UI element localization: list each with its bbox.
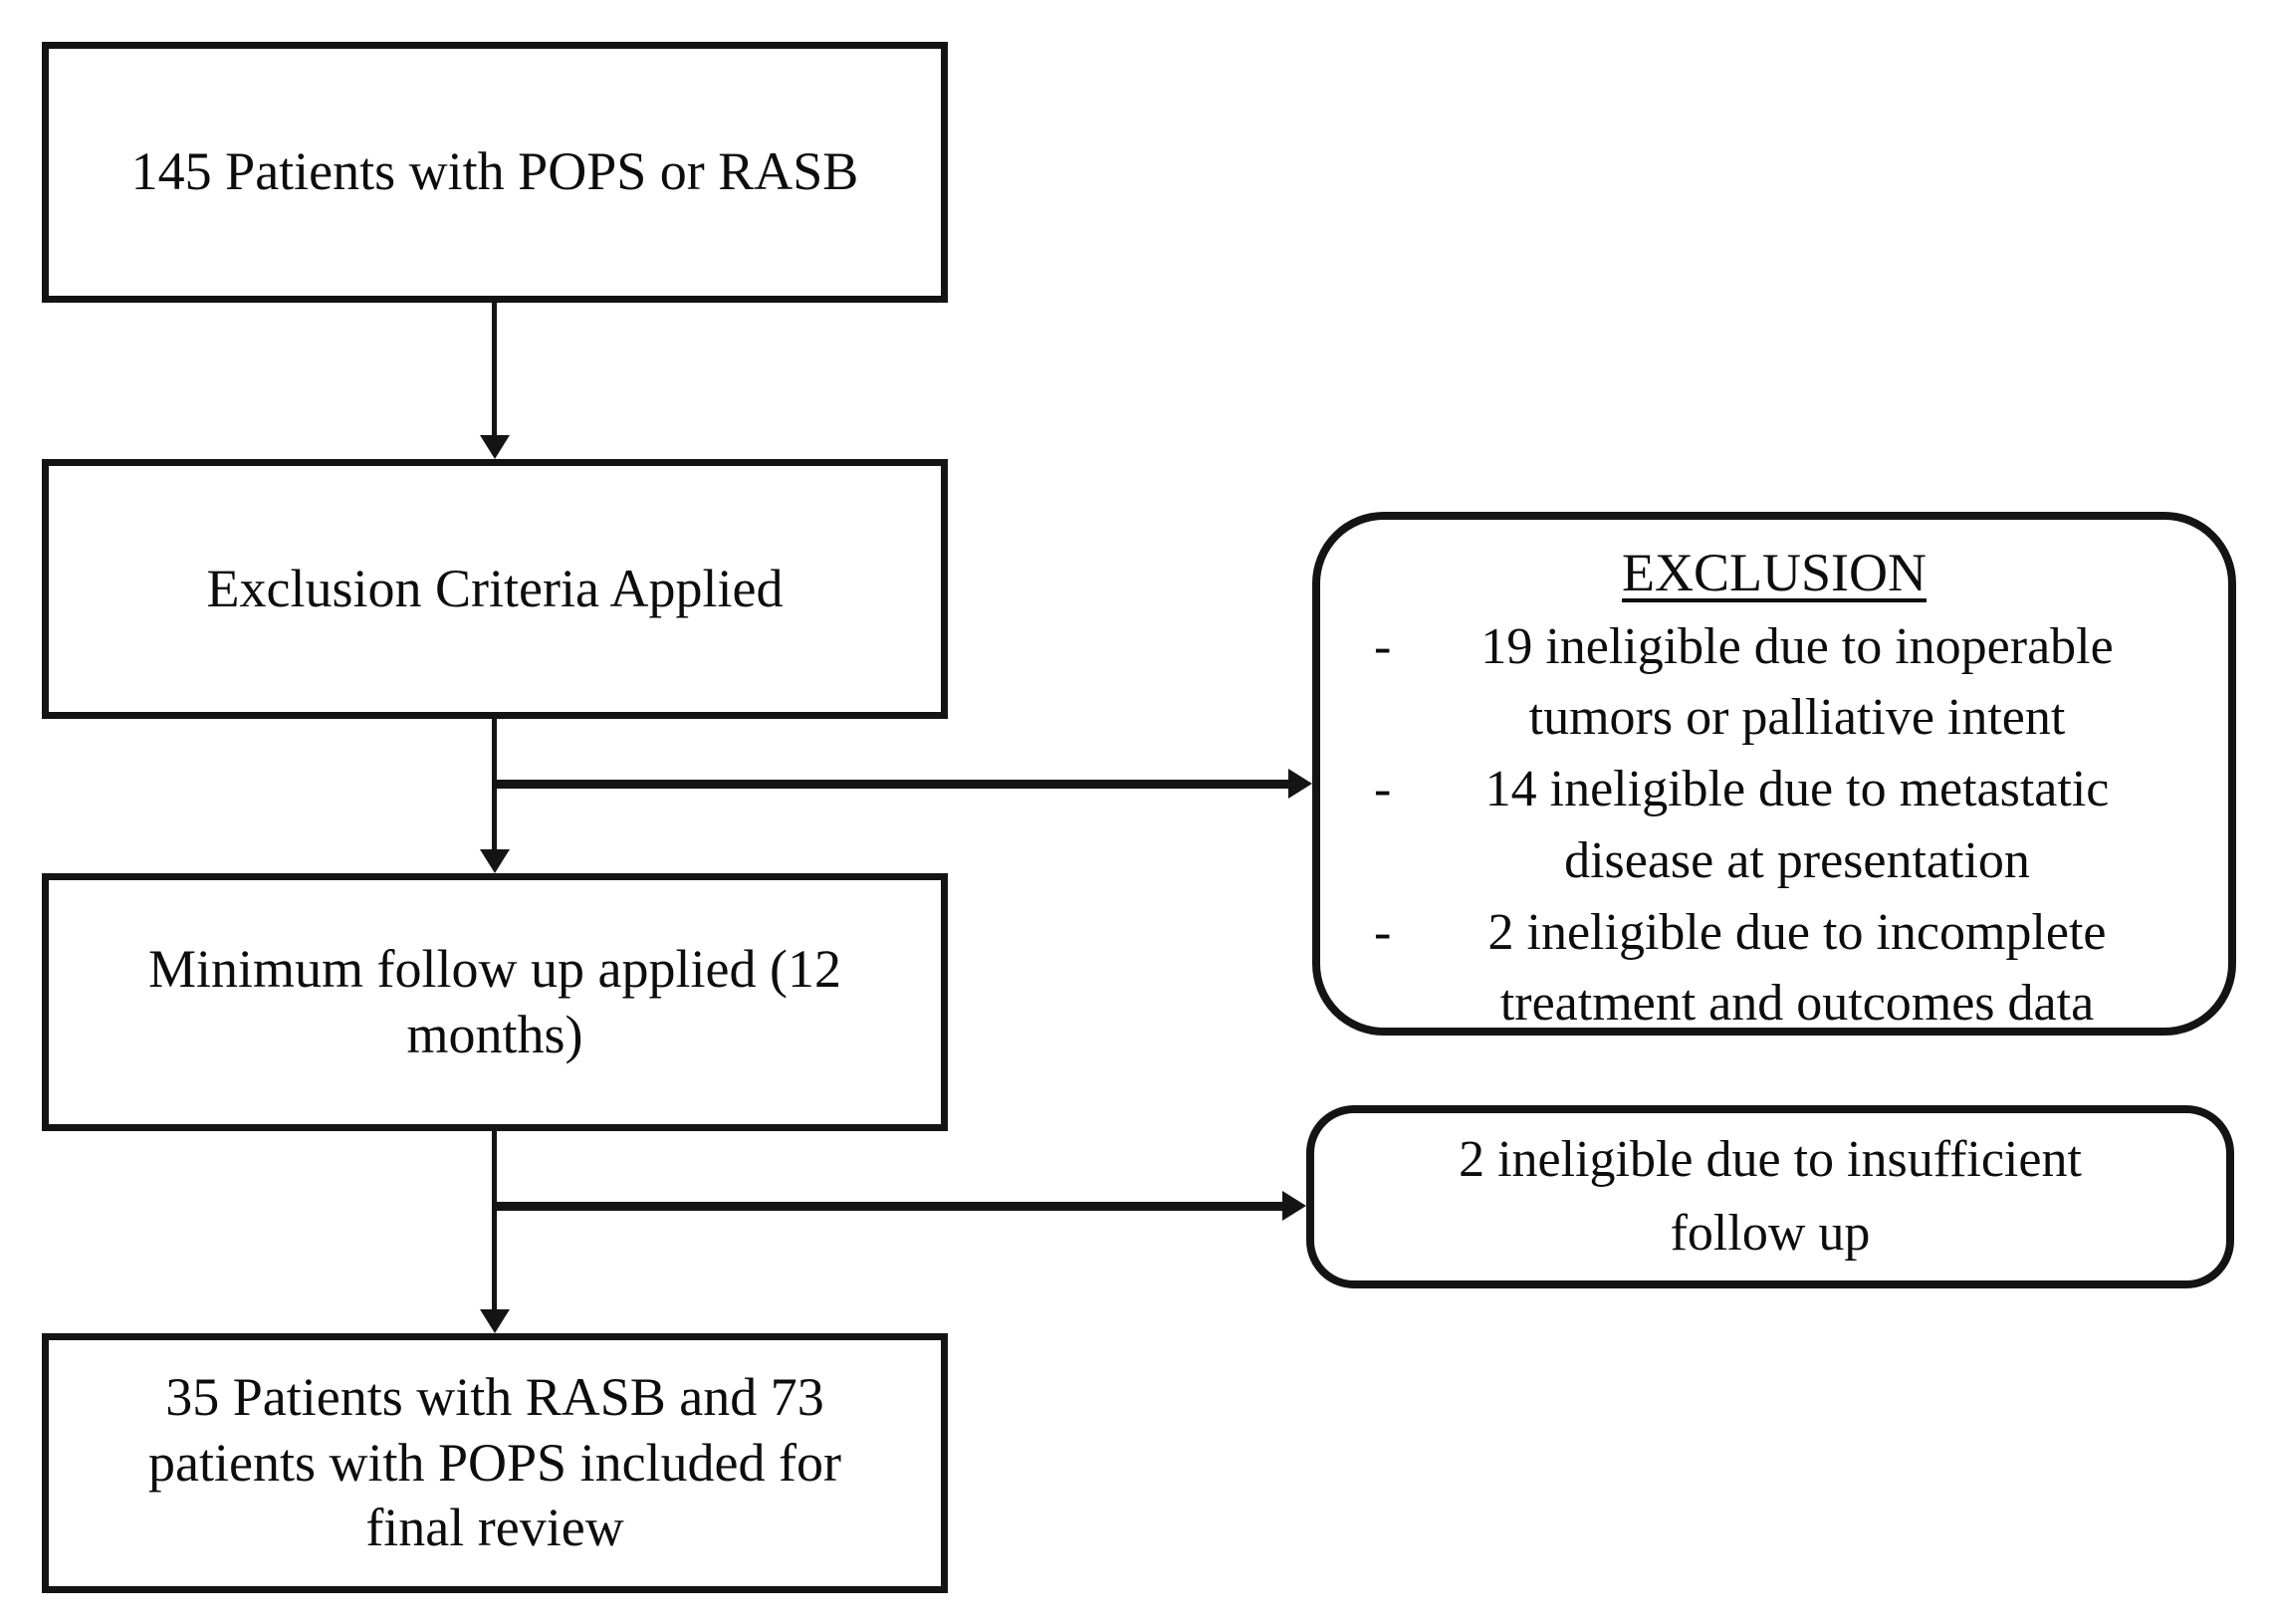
exclusion-item-metastatic: - 14 ineligible due to metastatic diseas…	[1350, 754, 2198, 897]
arrow-down-icon	[480, 1309, 510, 1333]
flow-node-label: 145 Patients with POPS or RASB	[130, 141, 859, 202]
connector-line-box1-box2	[492, 303, 497, 436]
connector-line-to-exclusion-box	[492, 780, 1288, 789]
exclusion-item-incomplete-data: - 2 ineligible due to incomplete treatme…	[1350, 897, 2198, 1041]
insufficient-followup-box: 2 ineligible due to insufficient follow …	[1306, 1105, 2234, 1288]
flow-node-exclusion-criteria-applied: Exclusion Criteria Applied	[42, 459, 948, 719]
bullet-dash: -	[1374, 903, 1392, 961]
arrow-down-icon	[480, 849, 510, 873]
connector-line-box3-box4	[492, 1131, 497, 1310]
insufficient-followup-label: 2 ineligible due to insufficient follow …	[1459, 1131, 2082, 1262]
flow-node-final-review: 35 Patients with RASB and 73 patients wi…	[42, 1333, 948, 1593]
arrow-down-icon	[480, 435, 510, 459]
bullet-dash: -	[1374, 761, 1392, 818]
arrow-right-icon	[1282, 1191, 1306, 1221]
exclusion-item-label: 14 ineligible due to metastatic disease …	[1484, 761, 2110, 889]
flow-node-patients-pops-rasb: 145 Patients with POPS or RASB	[42, 42, 948, 303]
arrow-right-icon	[1288, 769, 1312, 799]
flow-node-label: Exclusion Criteria Applied	[206, 558, 784, 618]
flow-node-minimum-followup-applied: Minimum follow up applied (12 months)	[42, 873, 948, 1131]
bullet-dash: -	[1374, 617, 1392, 675]
exclusion-item-label: 19 ineligible due to inoperable tumors o…	[1480, 617, 2114, 747]
connector-line-to-followup-box	[492, 1202, 1282, 1211]
flow-node-label: Minimum follow up applied (12 months)	[148, 938, 841, 1064]
exclusion-item-label: 2 ineligible due to incomplete treatment…	[1487, 903, 2107, 1033]
exclusion-detail-box: EXCLUSION - 19 ineligible due to inopera…	[1312, 512, 2236, 1036]
exclusion-title: EXCLUSION	[1622, 543, 1927, 602]
flow-node-label: 35 Patients with RASB and 73 patients wi…	[148, 1366, 841, 1558]
exclusion-item-inoperable: - 19 ineligible due to inoperable tumors…	[1350, 611, 2198, 755]
